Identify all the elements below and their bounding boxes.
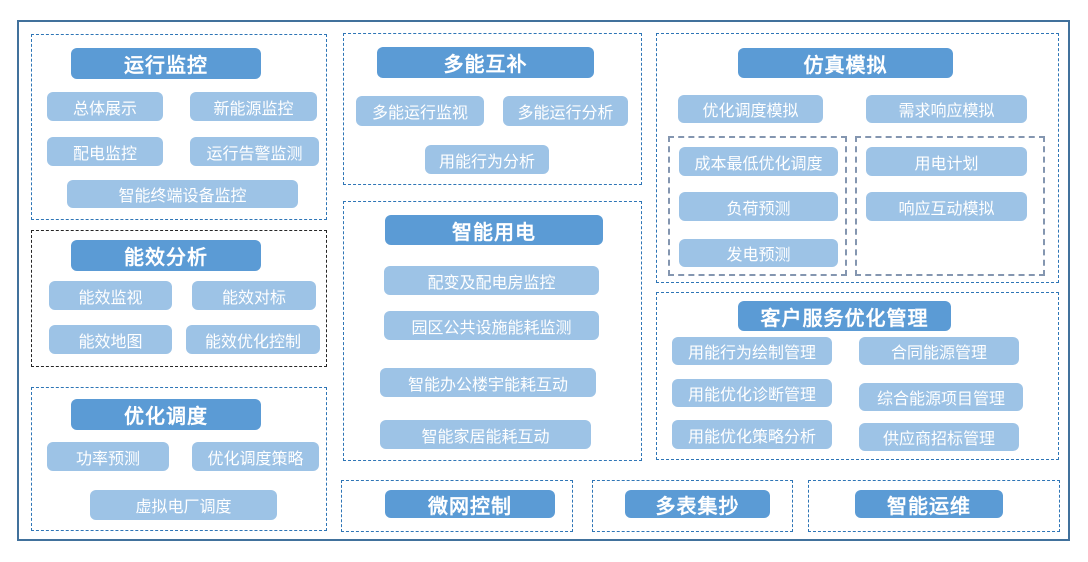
- header-optimal-dispatch[interactable]: 优化调度: [71, 399, 261, 430]
- header-customer-service-optimization[interactable]: 客户服务优化管理: [738, 301, 951, 331]
- module-chip[interactable]: 用能优化策略分析: [672, 420, 832, 449]
- module-chip[interactable]: 配电监控: [47, 137, 163, 166]
- header-smart-operation-maintenance[interactable]: 智能运维: [855, 490, 1003, 518]
- group-smart-operation-maintenance: [808, 480, 1060, 532]
- header-multi-energy-complementation[interactable]: 多能互补: [377, 47, 594, 78]
- module-chip[interactable]: 智能办公楼宇能耗互动: [380, 368, 596, 397]
- header-smart-power-use[interactable]: 智能用电: [385, 215, 603, 245]
- module-chip[interactable]: 多能运行分析: [503, 96, 628, 126]
- module-chip[interactable]: 优化调度策略: [192, 442, 319, 471]
- group-simulation: [656, 33, 1059, 283]
- module-chip[interactable]: 成本最低优化调度: [679, 147, 838, 176]
- outer-frame: [17, 20, 1070, 541]
- module-chip[interactable]: 供应商招标管理: [859, 423, 1019, 451]
- group-optimal-dispatch: [31, 387, 327, 531]
- module-chip[interactable]: 总体展示: [47, 92, 163, 121]
- module-chip[interactable]: 智能家居能耗互动: [380, 420, 591, 449]
- module-chip[interactable]: 能效对标: [192, 281, 316, 310]
- module-chip[interactable]: 运行告警监测: [190, 137, 319, 166]
- module-chip[interactable]: 能效监视: [49, 281, 172, 310]
- module-chip[interactable]: 新能源监控: [190, 92, 317, 121]
- header-operation-monitoring[interactable]: 运行监控: [71, 48, 261, 79]
- group-smart-power-use: [343, 201, 642, 461]
- module-chip[interactable]: 虚拟电厂调度: [90, 490, 277, 520]
- module-chip[interactable]: 园区公共设施能耗监测: [384, 311, 599, 340]
- module-chip[interactable]: 综合能源项目管理: [859, 383, 1023, 411]
- module-chip[interactable]: 用能优化诊断管理: [672, 379, 832, 407]
- header-simulation[interactable]: 仿真模拟: [738, 48, 953, 78]
- header-energy-efficiency-analysis[interactable]: 能效分析: [71, 240, 261, 271]
- module-chip[interactable]: 优化调度模拟: [678, 95, 823, 123]
- module-chip[interactable]: 用电计划: [866, 147, 1027, 176]
- module-chip[interactable]: 用能行为绘制管理: [672, 337, 832, 365]
- module-chip[interactable]: 负荷预测: [679, 192, 838, 221]
- module-chip[interactable]: 配变及配电房监控: [384, 266, 599, 295]
- subgroup-simulation-demand: [855, 136, 1045, 276]
- module-chip[interactable]: 智能终端设备监控: [67, 180, 298, 208]
- group-multi-meter-reading: [592, 480, 793, 532]
- module-chip[interactable]: 合同能源管理: [859, 337, 1019, 365]
- module-chip[interactable]: 用能行为分析: [425, 145, 549, 174]
- group-energy-efficiency-analysis: [31, 230, 327, 367]
- module-chip[interactable]: 能效优化控制: [186, 325, 320, 354]
- group-microgrid-control: [341, 480, 573, 532]
- header-multi-meter-reading[interactable]: 多表集抄: [625, 490, 770, 518]
- group-operation-monitoring: [31, 34, 327, 220]
- module-chip[interactable]: 需求响应模拟: [866, 95, 1027, 123]
- module-chip[interactable]: 响应互动模拟: [866, 192, 1027, 221]
- module-chip[interactable]: 发电预测: [679, 239, 838, 267]
- group-multi-energy-complementation: [343, 33, 642, 185]
- group-customer-service-optimization: [656, 292, 1059, 460]
- module-chip[interactable]: 多能运行监视: [356, 96, 484, 126]
- subgroup-simulation-dispatch: [668, 136, 847, 276]
- module-chip[interactable]: 能效地图: [49, 325, 172, 354]
- header-microgrid-control[interactable]: 微网控制: [385, 490, 555, 518]
- module-chip[interactable]: 功率预测: [47, 442, 169, 471]
